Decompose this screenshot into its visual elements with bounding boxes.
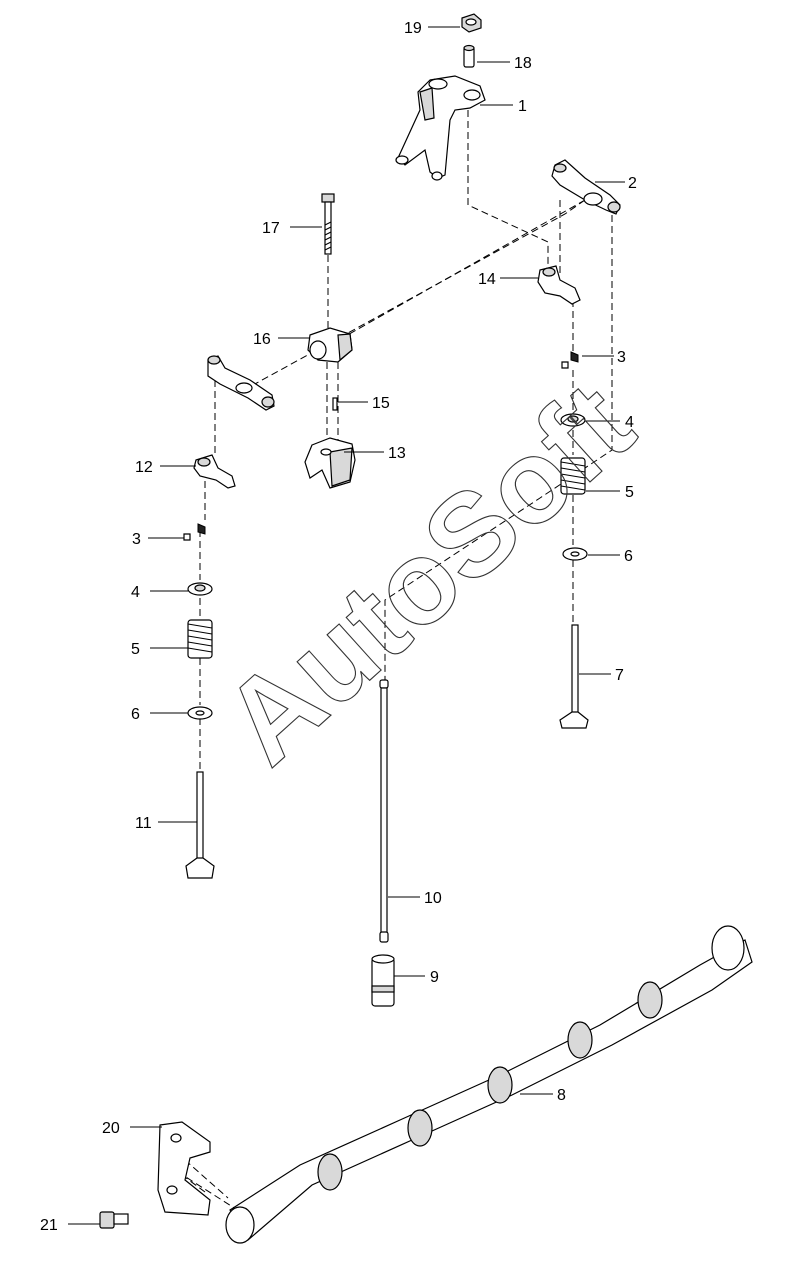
callout-4-left: 4 (131, 584, 140, 601)
part-rocker-arm-left (207, 355, 275, 411)
callout-10: 10 (424, 890, 442, 907)
part-21-bolt (99, 1211, 129, 1229)
part-9-tappet (371, 954, 395, 1007)
part-12-rocker-arm (193, 454, 236, 489)
callout-7: 7 (615, 667, 624, 684)
callout-9: 9 (430, 969, 439, 986)
part-2-rocker-arm (551, 159, 621, 215)
callout-12: 12 (135, 459, 153, 476)
part-6-spring-seat-right (562, 547, 588, 561)
part-5-valve-spring-left (187, 619, 213, 659)
part-13-shaft-support (304, 437, 356, 489)
callout-13: 13 (388, 445, 406, 462)
callout-3-right: 3 (617, 349, 626, 366)
part-5-valve-spring-right (560, 457, 586, 495)
callout-5-left: 5 (131, 641, 140, 658)
callout-19: 19 (404, 20, 422, 37)
part-3-valve-keeper-left (183, 523, 206, 541)
callout-2: 2 (628, 175, 637, 192)
part-20-thrust-plate (157, 1121, 211, 1216)
callout-20: 20 (102, 1120, 120, 1137)
callout-15: 15 (372, 395, 390, 412)
part-18-stud (463, 44, 475, 68)
callout-18: 18 (514, 55, 532, 72)
callout-3-left: 3 (132, 531, 141, 548)
part-16-shaft-support (307, 327, 353, 363)
callout-14: 14 (478, 271, 496, 288)
part-7-valve-right (559, 624, 589, 729)
watermark-text: AutoSoft (199, 358, 657, 789)
part-8-camshaft (225, 925, 753, 1244)
part-4-spring-retainer-right (560, 413, 586, 427)
part-4-spring-retainer-left (187, 582, 213, 596)
callout-11: 11 (135, 815, 152, 832)
callout-6-left: 6 (131, 706, 140, 723)
callout-16: 16 (253, 331, 271, 348)
callout-5-right: 5 (625, 484, 634, 501)
callout-4-right: 4 (625, 414, 634, 431)
watermark: AutoSoft (199, 357, 659, 789)
callout-numbers: 19 18 1 2 17 14 16 3 15 4 13 12 5 3 6 4 … (40, 20, 637, 1234)
part-15-dowel-pin (332, 397, 338, 411)
part-17-bolt (321, 193, 335, 255)
part-14-rocker-arm (537, 265, 581, 305)
callout-8: 8 (557, 1087, 566, 1104)
leader-lines (68, 26, 625, 1225)
assembly-dashed-lines (177, 110, 613, 1219)
callout-17: 17 (262, 220, 280, 237)
part-1-rocker-bracket (395, 75, 486, 181)
part-3-valve-keeper-right (561, 351, 579, 369)
part-10-push-rod (379, 679, 389, 943)
part-19-nut (461, 13, 482, 33)
part-6-spring-seat-left (187, 706, 213, 720)
part-11-valve-left (185, 771, 215, 879)
callout-6-right: 6 (624, 548, 633, 565)
callout-1: 1 (518, 98, 527, 115)
callout-21: 21 (40, 1217, 58, 1234)
